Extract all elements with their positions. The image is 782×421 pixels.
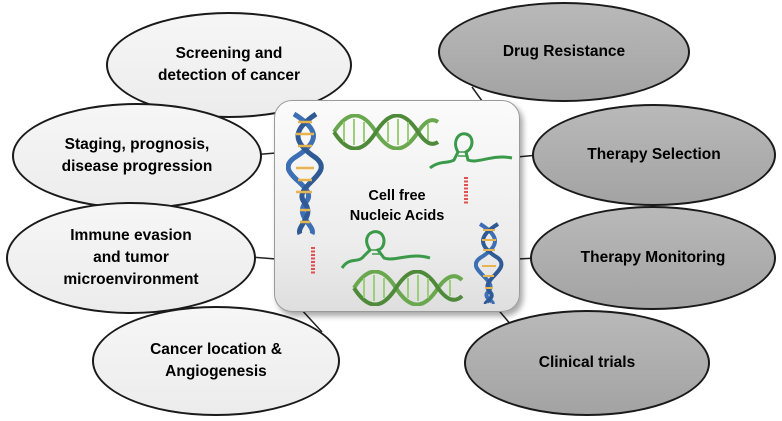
node-immune-evasion: Immune evasion and tumor microenvironmen… — [6, 202, 256, 314]
node-label: Cancer location & Angiogenesis — [150, 341, 282, 380]
mirna-hairpin-icon — [429, 132, 513, 170]
connector-location — [299, 307, 323, 333]
dna-helix-icon — [286, 112, 324, 236]
node-label: Therapy Monitoring — [580, 249, 726, 266]
dsdna-green-icon — [352, 270, 464, 306]
node-staging-prognosis: Staging, prognosis, disease progression — [12, 103, 262, 209]
node-label: Immune evasion and tumor microenvironmen… — [63, 227, 199, 288]
center-title: Cell free Nucleic Acids — [349, 188, 445, 224]
node-label: Staging, prognosis, disease progression — [61, 136, 213, 175]
node-label: Therapy Selection — [587, 146, 721, 163]
node-label: Screening and detection of cancer — [157, 45, 301, 84]
node-clinical-trials: Clinical trials — [464, 310, 710, 416]
node-therapy-monitoring: Therapy Monitoring — [530, 206, 776, 310]
node-label: Drug Resistance — [502, 43, 626, 60]
node-screening-detection: Screening and detection of cancer — [106, 12, 352, 118]
node-drug-resistance: Drug Resistance — [438, 2, 690, 102]
dsdna-green-icon — [332, 114, 440, 150]
mirna-red-icon — [311, 247, 315, 275]
mirna-red-icon — [464, 177, 468, 205]
dna-helix-icon — [474, 222, 504, 304]
mirna-hairpin-icon — [340, 230, 431, 269]
node-cancer-location: Cancer location & Angiogenesis — [92, 306, 340, 416]
node-label: Clinical trials — [538, 354, 636, 371]
node-therapy-selection: Therapy Selection — [532, 104, 776, 206]
